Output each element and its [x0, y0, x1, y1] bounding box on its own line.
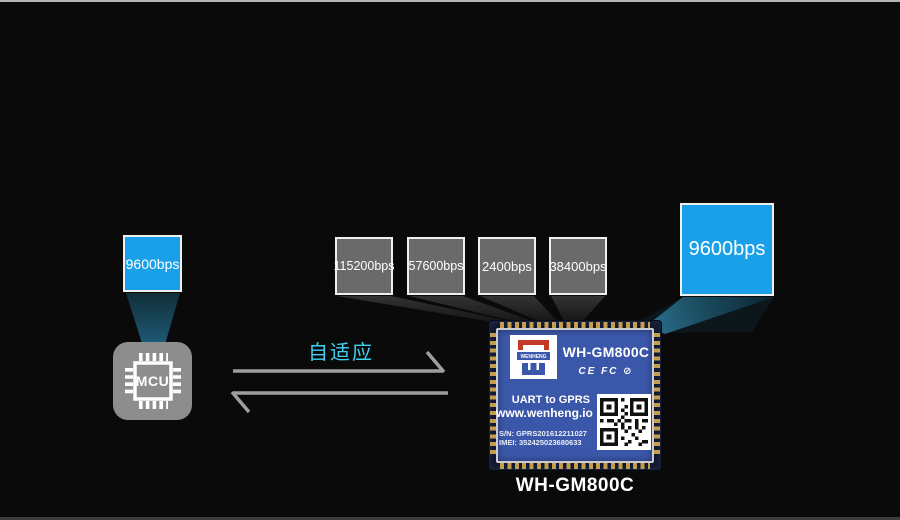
beam-candidate-1 — [337, 296, 517, 323]
certification-marks: CE FC ⊘ — [578, 366, 634, 377]
module-pins-left — [490, 333, 496, 458]
beam-candidate-2 — [409, 296, 537, 323]
module-pins-right — [654, 333, 660, 458]
candidate-rate-label-1: 115200bps — [333, 259, 395, 273]
beam-candidate-4 — [551, 296, 605, 323]
candidate-rate-box-2: 57600bps — [407, 237, 465, 295]
qr-code — [597, 394, 651, 450]
beam-candidate-3 — [480, 296, 559, 323]
module-serial-text: S/N: GPRS201612211027 — [499, 429, 587, 438]
candidate-rate-label-4: 38400bps — [549, 258, 607, 274]
module-function-text: UART to GPRS — [511, 394, 590, 406]
brand-logo-text: WENHENG — [520, 354, 546, 360]
module-imei-text: IMEI: 352425023680633 — [499, 438, 582, 447]
module-model-text: WH-GM800C — [562, 344, 650, 360]
candidate-rate-box-4: 38400bps — [549, 237, 607, 295]
chip-icon — [125, 353, 181, 409]
candidate-rate-label-3: 2400bps — [482, 258, 532, 274]
matched-baud-rate-label: 9600bps — [688, 238, 766, 260]
top-border-strip — [0, 0, 900, 2]
gprs-module: WENHENG WH-GM800C CE FC ⊘ UART to GPRS w… — [489, 321, 661, 470]
module-pins-top — [500, 322, 650, 328]
candidate-rate-box-1: 115200bps — [333, 237, 395, 295]
beam-matched-to-module — [645, 297, 774, 334]
module-caption: WH-GM800C — [515, 475, 635, 496]
source-baud-rate-box: 9600bps — [123, 235, 182, 292]
adaptive-mode-label: 自适应 — [308, 342, 374, 364]
module-label-area: WENHENG WH-GM800C CE FC ⊘ UART to GPRS w… — [496, 328, 654, 463]
mcu-chip-badge: MCU — [113, 342, 192, 420]
source-baud-rate-label: 9600bps — [125, 255, 180, 272]
mcu-label: MCU — [135, 373, 170, 389]
matched-baud-rate-box: 9600bps — [680, 203, 774, 296]
bottom-border-strip — [0, 517, 900, 520]
module-website-text: www.wenheng.io — [496, 406, 593, 420]
brand-logo: WENHENG — [510, 335, 557, 379]
candidate-rate-box-3: 2400bps — [478, 237, 536, 295]
module-pins-bottom — [500, 463, 650, 469]
candidate-rate-label-2: 57600bps — [408, 259, 464, 273]
